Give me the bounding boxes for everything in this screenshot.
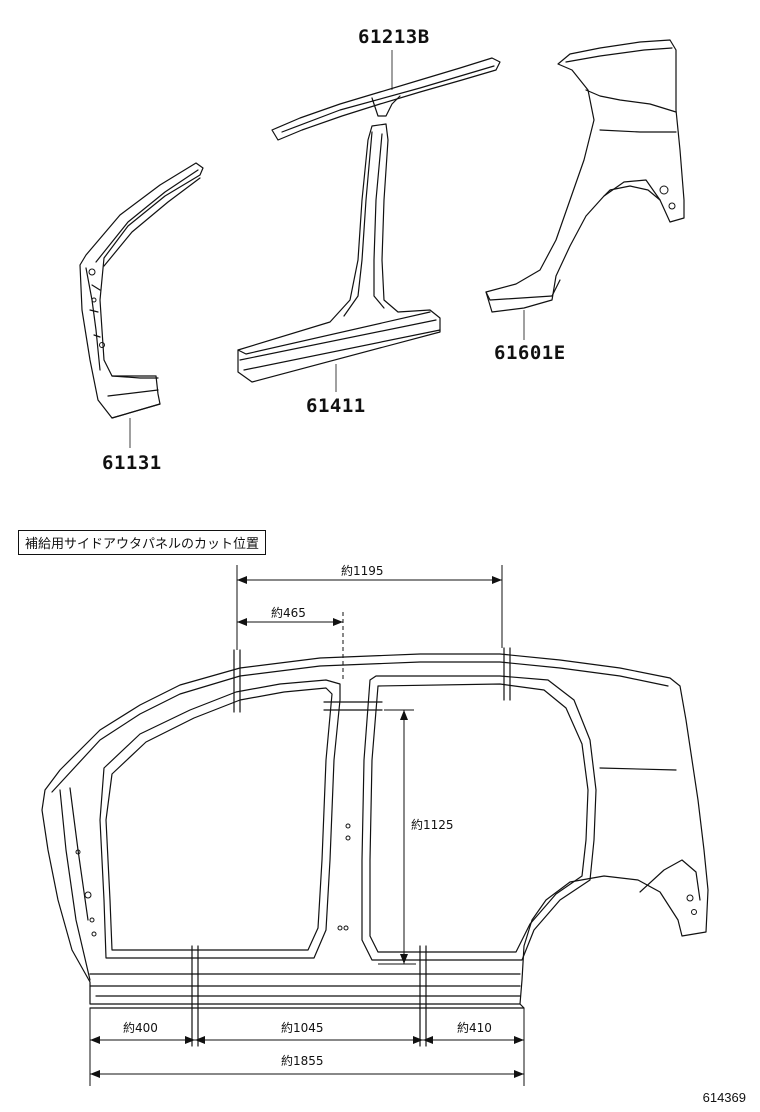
part-label-61411[interactable]: 61411 <box>306 395 366 417</box>
front-pillar-part <box>79 162 204 448</box>
side-outer-panel <box>41 653 709 1009</box>
diagram-id: 614369 <box>702 1090 746 1105</box>
dimension-410: 約410 <box>456 1019 493 1036</box>
dimension-1195: 約1195 <box>340 562 385 579</box>
part-label-61213b[interactable]: 61213B <box>358 26 430 48</box>
dimension-1045: 約1045 <box>280 1019 325 1036</box>
dimension-400: 約400 <box>122 1019 159 1036</box>
roof-rail-part <box>271 50 501 141</box>
cut-lines <box>191 647 511 1047</box>
part-label-61601e[interactable]: 61601E <box>494 342 566 364</box>
quarter-panel-part <box>485 39 685 340</box>
dimension-lines <box>89 565 525 1086</box>
part-label-61131[interactable]: 61131 <box>102 452 162 474</box>
cut-position-caption: 補給用サイドアウタパネルのカット位置 <box>18 530 267 555</box>
center-pillar-part <box>237 123 441 392</box>
dimension-1855: 約1855 <box>280 1052 325 1069</box>
dimension-465: 約465 <box>270 604 307 621</box>
dimension-1125: 約1125 <box>410 816 455 833</box>
